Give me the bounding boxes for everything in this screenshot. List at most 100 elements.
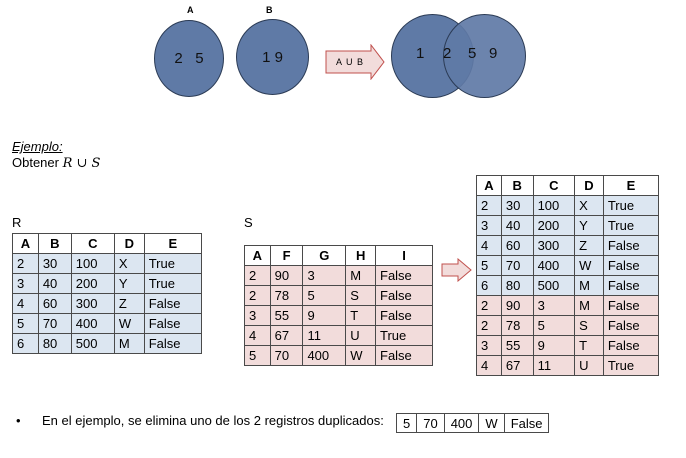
table-cell: False [602, 255, 660, 276]
column-header: A [12, 233, 39, 254]
table-cell: X [113, 253, 145, 274]
table-cell: 3 [476, 335, 502, 356]
table-cell: False [503, 413, 550, 433]
table-cell: False [143, 313, 203, 334]
table-cell: 3 [12, 273, 39, 294]
table-cell: 11 [302, 325, 347, 346]
table-cell: 55 [269, 305, 304, 326]
table-cell: 60 [500, 235, 534, 256]
table-s-label: S [244, 215, 253, 230]
table-cell: X [574, 195, 604, 216]
table-cell: 400 [70, 313, 115, 334]
set-b-label: B [266, 5, 273, 15]
obtener-text: Obtener [12, 155, 59, 170]
table-cell: 3 [532, 295, 576, 316]
table-cell: 40 [37, 273, 72, 294]
table-cell: 5 [476, 255, 502, 276]
table-cell: 70 [500, 255, 534, 276]
example-instruction: Obtener R ∪ S [12, 155, 100, 171]
table-cell: M [574, 295, 604, 316]
table-cell: 2 [476, 315, 502, 336]
table-cell: 60 [37, 293, 72, 314]
table-cell: W [478, 413, 505, 433]
table-cell: 90 [500, 295, 534, 316]
table-cell: False [143, 293, 203, 314]
table-cell: W [113, 313, 145, 334]
union-value-2: 2 [443, 45, 452, 62]
set-a-circle: 2 5 [154, 20, 224, 97]
table-cell: M [574, 275, 604, 296]
table-cell: 90 [269, 265, 304, 286]
table-cell: U [574, 355, 604, 376]
union-arrow-label: A U B [335, 57, 364, 67]
table-cell: 5 [12, 313, 39, 334]
table-cell: T [574, 335, 604, 356]
table-cell: False [602, 295, 660, 316]
table-cell: False [375, 345, 433, 366]
table-cell: False [375, 265, 433, 286]
column-header: I [375, 245, 433, 266]
table-cell: 200 [70, 273, 115, 294]
table-cell: True [602, 355, 660, 376]
column-header: C [532, 175, 576, 196]
column-header: C [70, 233, 115, 254]
set-a-label: A [187, 5, 194, 15]
table-cell: 9 [302, 305, 347, 326]
table-cell: M [113, 333, 145, 354]
table-cell: 4 [244, 325, 271, 346]
table-cell: 500 [70, 333, 115, 354]
table-cell: 67 [500, 355, 534, 376]
table-cell: 2 [476, 195, 502, 216]
arrow-right-icon [441, 258, 472, 282]
table-cell: 78 [269, 285, 304, 306]
table-cell: 67 [269, 325, 304, 346]
example-heading: Ejemplo: [12, 139, 63, 154]
table-cell: 9 [532, 335, 576, 356]
table-cell: 3 [244, 305, 271, 326]
table-cell: 6 [12, 333, 39, 354]
table-cell: T [345, 305, 376, 326]
table-cell: False [602, 335, 660, 356]
table-cell: 2 [476, 295, 502, 316]
table-cell: W [574, 255, 604, 276]
table-cell: 30 [500, 195, 534, 216]
table-cell: 2 [244, 285, 271, 306]
table-cell: False [143, 333, 203, 354]
table-cell: 2 [244, 265, 271, 286]
union-value-1: 1 [416, 45, 425, 62]
table-cell: S [345, 285, 376, 306]
table-cell: 70 [37, 313, 72, 334]
table-cell: 300 [532, 235, 576, 256]
table-cell: False [602, 235, 660, 256]
set-b-values: 1 9 [262, 48, 283, 66]
column-header: F [269, 245, 304, 266]
bullet-text: En el ejemplo, se elimina uno de los 2 r… [42, 413, 384, 428]
table-cell: 2 [12, 253, 39, 274]
table-cell: 30 [37, 253, 72, 274]
table-cell: 5 [302, 285, 347, 306]
column-header: B [37, 233, 72, 254]
table-cell: 6 [476, 275, 502, 296]
table-cell: 70 [416, 413, 445, 433]
column-header: D [574, 175, 604, 196]
table-cell: False [375, 305, 433, 326]
table-cell: 5 [532, 315, 576, 336]
column-header: G [302, 245, 347, 266]
union-value-9: 9 [489, 45, 498, 62]
bullet-symbol: • [16, 413, 21, 428]
column-header: E [602, 175, 660, 196]
